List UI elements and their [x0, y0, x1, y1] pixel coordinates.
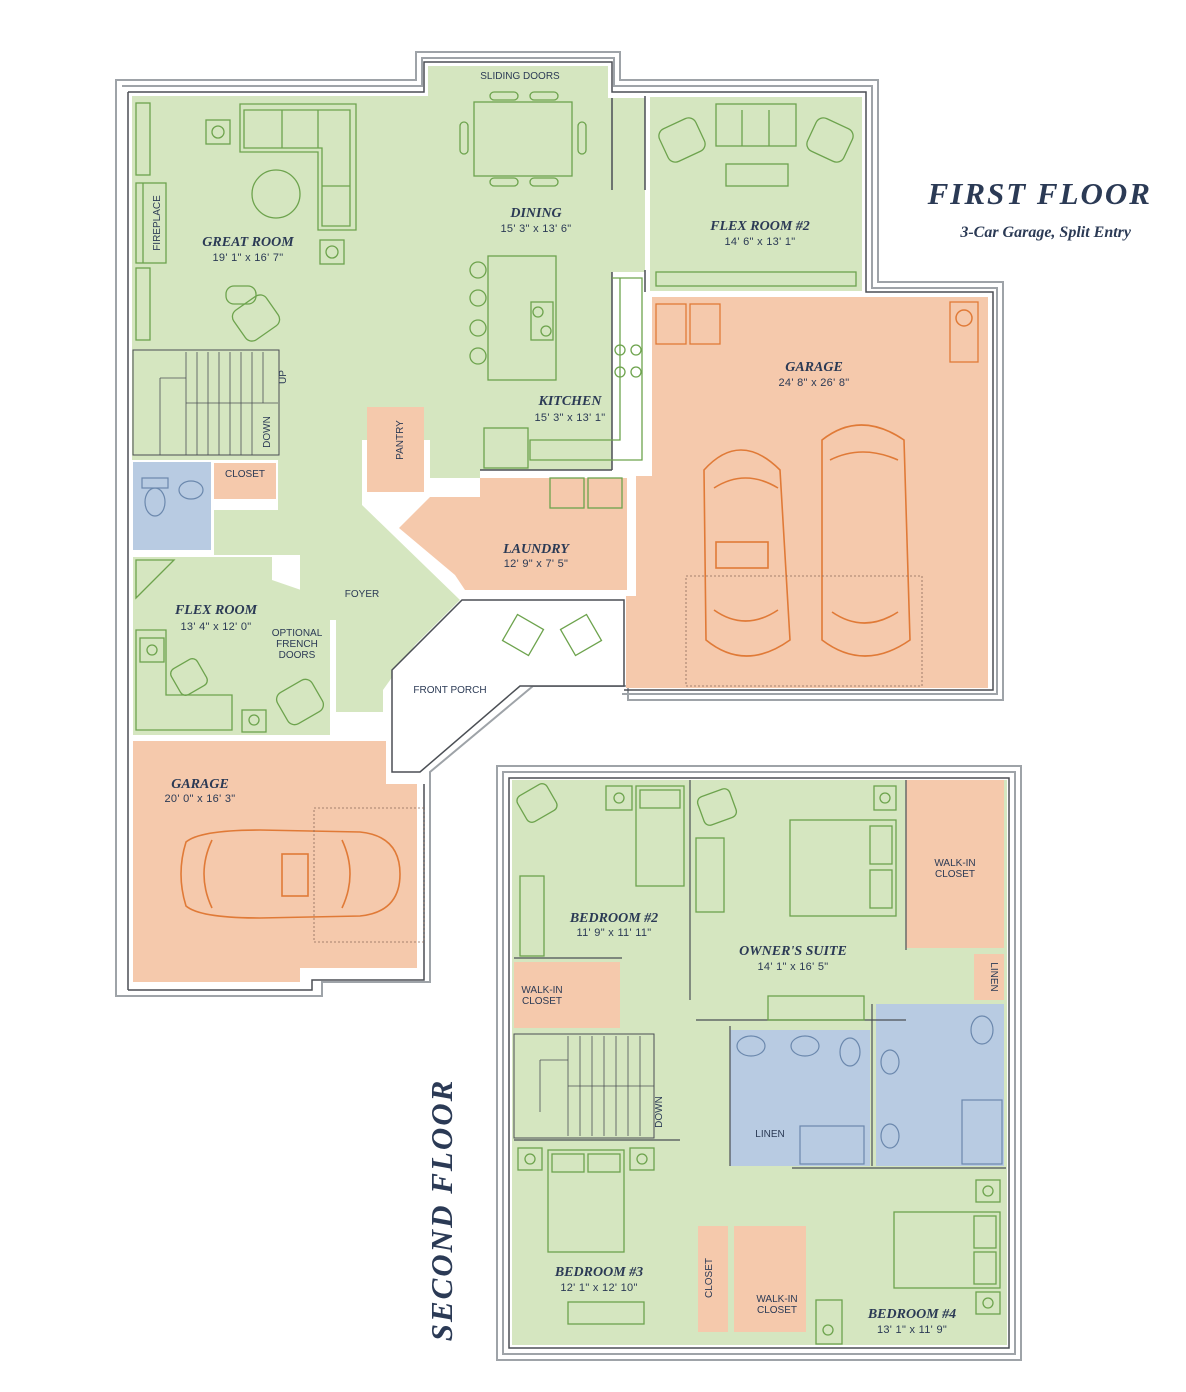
room-name: LAUNDRY [502, 542, 570, 557]
room-dims: 24' 8" x 26' 8" [779, 377, 850, 389]
stairs-down-label: DOWN [654, 1096, 665, 1128]
walk-in-closet-label: WALK-IN [521, 985, 562, 996]
pantry-label: PANTRY [395, 420, 406, 460]
car [703, 449, 791, 657]
first-floor-heading: FIRST FLOOR [927, 176, 1152, 211]
room-dims: 13' 4" x 12' 0" [181, 621, 252, 633]
room-name: GARAGE [171, 777, 229, 792]
room-dims: 12' 1" x 12' 10" [560, 1282, 637, 1294]
room-dims: 20' 0" x 16' 3" [165, 793, 236, 805]
optional-doors-label: FRENCH [276, 639, 318, 650]
room-name: BEDROOM #4 [867, 1307, 956, 1322]
car [821, 424, 911, 657]
car [180, 829, 401, 919]
room-name: GREAT ROOM [202, 235, 294, 250]
walk-in-closet-label: WALK-IN [934, 858, 975, 869]
room-name: BEDROOM #3 [554, 1265, 643, 1280]
first-floor-labels: GREAT ROOM 19' 1" x 16' 7" DINING 15' 3"… [152, 71, 849, 805]
room-name: GARAGE [785, 360, 843, 375]
first-floor-plan [115, 51, 1004, 997]
foyer-label: FOYER [345, 589, 379, 600]
room-name: FLEX ROOM #2 [709, 219, 810, 234]
fireplace-label: FIREPLACE [152, 195, 163, 251]
walk-in-closet-label: WALK-IN [756, 1294, 797, 1305]
room-name: KITCHEN [537, 394, 602, 409]
stairs-up-label: UP [278, 370, 289, 384]
dining-table [459, 91, 587, 187]
room-name: BEDROOM #2 [569, 911, 658, 926]
kitchen-island [469, 255, 557, 381]
room-dims: 14' 1" x 16' 5" [758, 961, 829, 973]
walk-in-closet-label: CLOSET [757, 1305, 797, 1316]
room-dims: 12' 9" x 7' 5" [504, 558, 569, 570]
water-heater [655, 301, 979, 363]
room-name: DINING [509, 206, 561, 221]
walk-in-closet-label: CLOSET [522, 996, 562, 1007]
porch-chairs [501, 613, 603, 657]
stairs-down-label: DOWN [262, 416, 273, 448]
closet-label: CLOSET [704, 1258, 715, 1298]
first-floor-subheading: 3-Car Garage, Split Entry [959, 224, 1132, 241]
second-floor-labels: BEDROOM #2 11' 9" x 11' 11" OWNER'S SUIT… [521, 858, 999, 1336]
stairs [132, 349, 280, 456]
linen-label: LINEN [988, 962, 999, 991]
second-floor-heading: SECOND FLOOR [424, 1079, 459, 1342]
room-dims: 15' 3" x 13' 6" [501, 223, 572, 235]
desk [135, 559, 325, 733]
powder-fixtures [141, 477, 204, 517]
sectional-sofa [239, 103, 357, 231]
room-dims: 14' 6" x 13' 1" [725, 236, 796, 248]
sliding-doors-label: SLIDING DOORS [480, 71, 560, 82]
optional-doors-label: OPTIONAL [272, 628, 323, 639]
room-dims: 15' 3" x 13' 1" [535, 412, 606, 424]
optional-doors-label: DOORS [279, 650, 316, 661]
coffee-table [251, 169, 301, 219]
room-dims: 13' 1" x 11' 9" [877, 1324, 947, 1336]
flex2-furniture [655, 103, 857, 287]
room-dims: 11' 9" x 11' 11" [577, 927, 652, 939]
room-name: FLEX ROOM [174, 603, 258, 618]
room-dims: 19' 1" x 16' 7" [213, 252, 284, 264]
linen-label: LINEN [755, 1129, 784, 1140]
front-porch-label: FRONT PORCH [413, 685, 486, 696]
walk-in-closet-label: CLOSET [935, 869, 975, 880]
room-name: OWNER'S SUITE [739, 944, 847, 959]
end-table-lamp [205, 119, 345, 265]
armchair [225, 285, 281, 342]
second-floor-plan [496, 765, 1022, 1361]
closet-label: CLOSET [225, 469, 265, 480]
